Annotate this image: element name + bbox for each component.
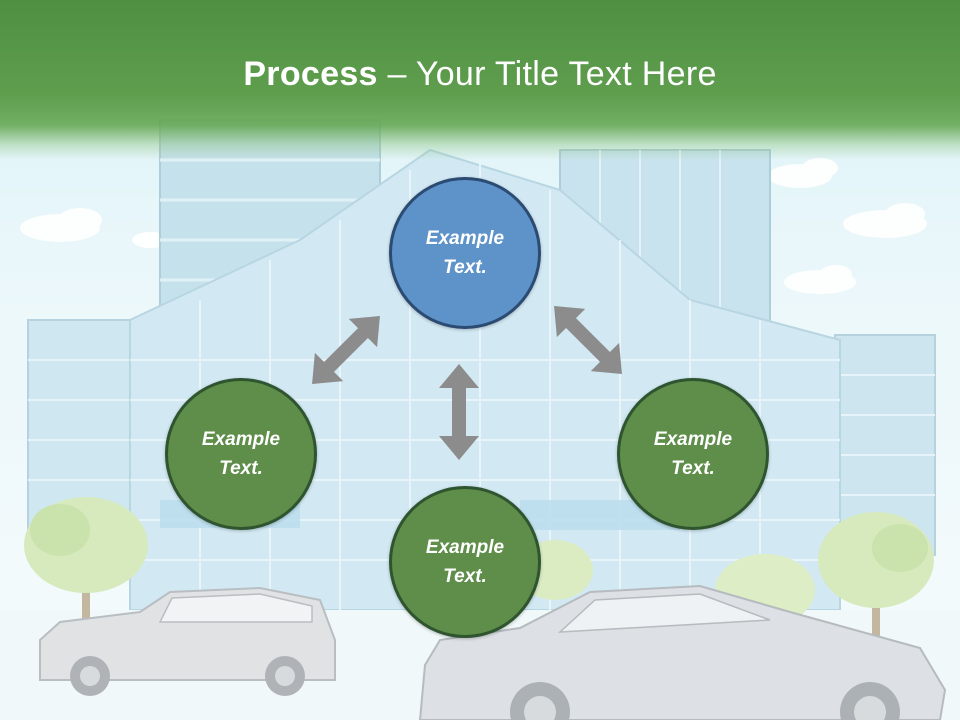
node-label-right: Example Text. <box>653 429 733 479</box>
double-arrow-icon <box>297 301 395 399</box>
node-label-top: Example Text. <box>425 228 505 278</box>
node-label-left: Example Text. <box>201 429 281 479</box>
title-strong: Process <box>243 55 378 93</box>
process-node-bottom: Example Text. <box>389 486 541 638</box>
title-banner <box>0 0 960 160</box>
process-node-right: Example Text. <box>617 378 769 530</box>
title-rest: – Your Title Text Here <box>377 55 717 93</box>
page-title: Process – Your Title Text Here <box>0 52 960 96</box>
process-node-left: Example Text. <box>165 378 317 530</box>
node-label-bottom: Example Text. <box>425 537 505 587</box>
double-arrow-icon <box>439 364 479 460</box>
double-arrow-icon <box>539 291 637 389</box>
process-node-top: Example Text. <box>389 177 541 329</box>
